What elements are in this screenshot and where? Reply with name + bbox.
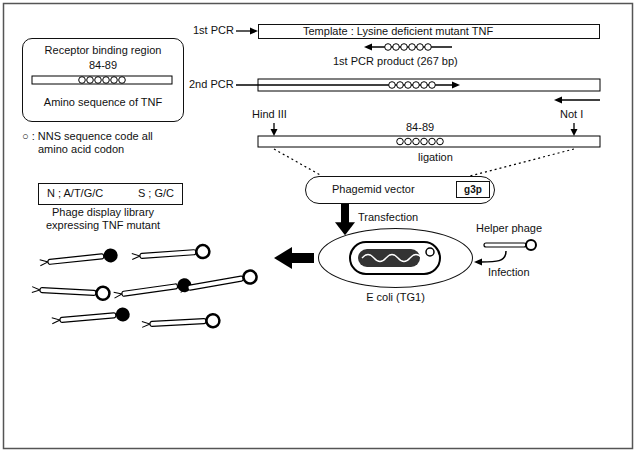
label: 1st PCR product (267 bp) xyxy=(333,55,458,68)
arrow-head xyxy=(474,259,482,266)
label: 84-89 xyxy=(406,121,434,134)
block-arrow xyxy=(335,204,355,235)
infection-arrow xyxy=(481,251,506,262)
site-arrow xyxy=(273,123,274,130)
primer-arrow xyxy=(236,30,252,31)
helper-phage-rod xyxy=(484,243,526,247)
nns-circle xyxy=(397,82,404,89)
dna-strand xyxy=(362,255,422,262)
nns-circle xyxy=(397,138,404,145)
nns-circle xyxy=(405,138,412,145)
nns-circle xyxy=(393,44,400,51)
nns-circle xyxy=(429,82,436,89)
block-arrow-shaft xyxy=(292,253,314,263)
nns-circle xyxy=(119,77,126,84)
nns-circle xyxy=(417,44,424,51)
frame xyxy=(4,4,633,449)
cell-body xyxy=(350,242,440,274)
plasmid xyxy=(426,248,434,256)
node-text: Receptor binding region xyxy=(45,44,162,57)
nns-circle xyxy=(87,77,94,84)
node-text: N ; A/T/G/C xyxy=(47,187,103,200)
nns-circles xyxy=(79,77,126,84)
dotted-guide xyxy=(470,149,574,176)
nns-circle xyxy=(425,44,432,51)
phage xyxy=(32,283,110,300)
insert-bar xyxy=(258,136,600,147)
label: Infection xyxy=(488,266,530,279)
nns-circle xyxy=(95,77,102,84)
nns-circle xyxy=(111,77,118,84)
phagemid-box: Phagemid vector g3p xyxy=(305,176,495,204)
nns-circles xyxy=(385,44,432,51)
nns-circle xyxy=(437,138,444,145)
node-text: 84-89 xyxy=(89,59,117,72)
label: ○ : NNS sequence code all amino acid cod… xyxy=(22,130,156,156)
edge-label: Transfection xyxy=(356,211,420,224)
arrow-head xyxy=(554,97,562,104)
node-text: S ; G/C xyxy=(138,187,174,200)
nns-circle xyxy=(405,82,412,89)
label: 2nd PCR xyxy=(189,78,234,91)
phage xyxy=(51,307,130,328)
site-arrow xyxy=(573,123,574,130)
base-code-box: N ; A/T/G/C S ; G/C xyxy=(38,183,183,205)
nns-circles xyxy=(389,82,436,89)
arrow-head xyxy=(335,222,355,235)
ecoli-cell: E coli (TG1) xyxy=(318,228,473,288)
node-text: Amino sequence of TNF xyxy=(44,96,162,109)
nns-circle xyxy=(429,138,436,145)
node-text: g3p xyxy=(464,183,482,196)
nns-circle xyxy=(385,44,392,51)
arrow-head xyxy=(250,28,258,35)
arrow-head xyxy=(271,129,278,136)
node-text: Phagemid vector xyxy=(332,183,415,196)
nns-circle xyxy=(421,138,428,145)
nns-circle xyxy=(401,44,408,51)
node-text: Template : Lysine deficient mutant TNF xyxy=(303,25,493,38)
nns-circles xyxy=(397,138,444,145)
arrow-head xyxy=(452,82,460,89)
phage xyxy=(142,314,220,331)
nns-circle xyxy=(103,77,110,84)
nns-circle xyxy=(413,82,420,89)
nns-circle xyxy=(409,44,416,51)
g3p-box: g3p xyxy=(456,181,490,198)
region-box: Receptor binding region 84-89Amino sequen… xyxy=(22,38,184,122)
sequence-bar xyxy=(32,76,172,84)
phage xyxy=(39,248,118,270)
dotted-guide xyxy=(274,149,322,176)
phage xyxy=(179,270,258,296)
block-arrow-head xyxy=(274,247,292,269)
primer-arrow xyxy=(562,99,600,100)
label: Hind III xyxy=(252,108,287,121)
label: Helper phage xyxy=(476,222,542,235)
nns-circle xyxy=(413,138,420,145)
nns-circle xyxy=(79,77,86,84)
arrow-head xyxy=(571,129,578,136)
label: Not I xyxy=(560,108,583,121)
template-bar: Template : Lysine deficient mutant TNF xyxy=(258,24,600,39)
phage xyxy=(113,277,192,302)
nns-circle xyxy=(389,82,396,89)
arrow-shaft xyxy=(341,204,349,223)
phage xyxy=(132,245,210,263)
label: 1st PCR xyxy=(193,24,234,37)
node-text: E coli (TG1) xyxy=(366,291,425,304)
arrow-head xyxy=(364,44,372,51)
label: Phage display library expressing TNF mut… xyxy=(38,206,168,232)
nns-circle xyxy=(421,82,428,89)
label: ligation xyxy=(418,151,453,164)
helper-phage-head xyxy=(526,240,536,250)
